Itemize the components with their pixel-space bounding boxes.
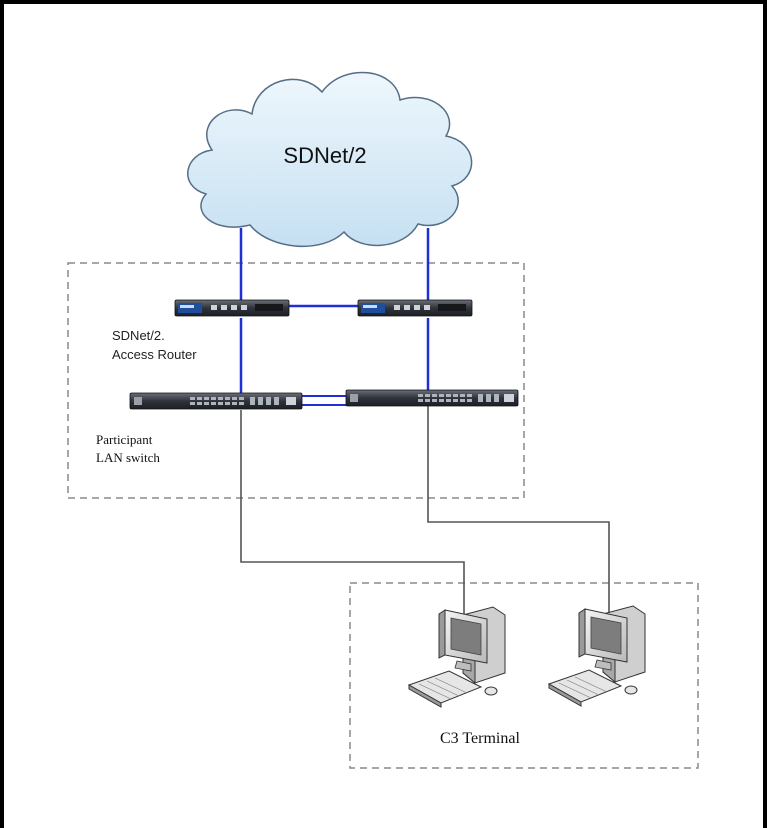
switch-icon [129,392,303,410]
router-label-line-1: SDNet/2. [112,328,165,343]
terminal-group-label: C3 Terminal [440,730,520,747]
router-label: SDNet/2. Access Router [112,326,232,364]
access-site-group-border [67,262,525,499]
switch-label: Participant LAN switch [96,431,216,467]
terminal-group-border [349,582,699,769]
computer-icon [547,605,646,707]
cable-switch-to-terminal-right [427,405,610,612]
router-icon [174,299,290,317]
computer-icon [407,606,506,708]
router-label-line-2: Access Router [112,347,197,362]
switch-icon [345,389,519,407]
switch-label-line-1: Participant [96,432,153,447]
switch-label-line-2: LAN switch [96,450,160,465]
cable-switch-to-terminal-left [240,410,465,615]
cloud-label: SDNet/2 [283,143,367,168]
router-icon [357,299,473,317]
cloud-icon [187,71,473,248]
